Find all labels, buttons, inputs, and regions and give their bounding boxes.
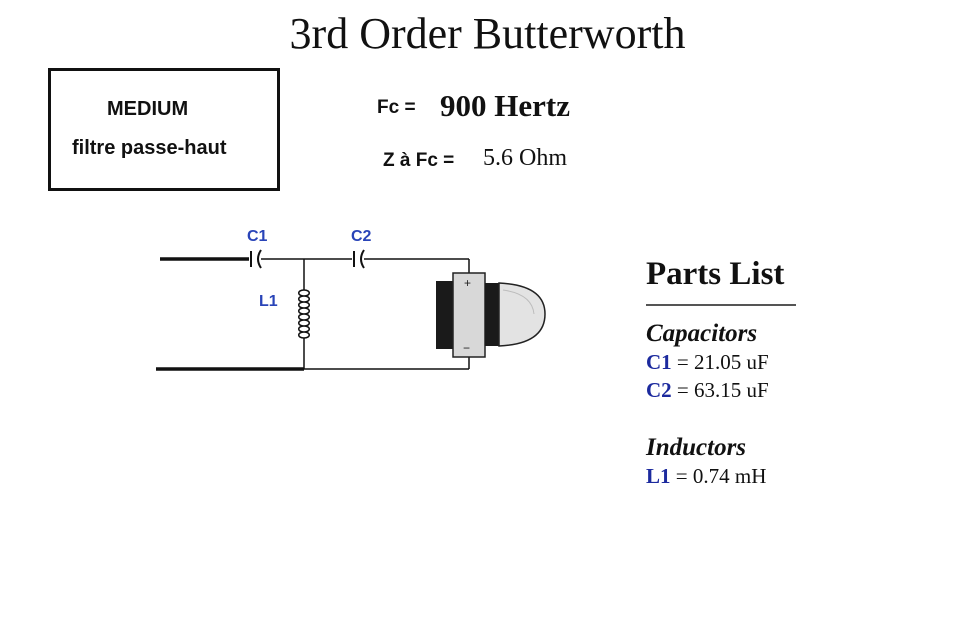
part-value: = 63.15 uF	[671, 378, 769, 402]
part-value: = 0.74 mH	[670, 464, 767, 488]
part-row-c1: C1 = 21.05 uF	[646, 348, 906, 376]
capacitor-c1	[250, 249, 262, 269]
impedance-label: Z à Fc =	[383, 150, 455, 171]
l1-label: L1	[259, 293, 278, 310]
parts-list: Parts List Capacitors C1 = 21.05 uF C2 =…	[646, 254, 906, 490]
c1-label: C1	[247, 228, 268, 245]
speaker-plus-label: +	[464, 276, 471, 290]
filter-band-label: MEDIUM	[107, 98, 189, 120]
speaker-minus-label: −	[463, 341, 470, 355]
impedance-value: 5.6 Ohm	[483, 145, 567, 171]
part-row-c2: C2 = 63.15 uF	[646, 376, 906, 404]
capacitor-c2	[353, 249, 365, 269]
speaker-icon	[436, 272, 546, 358]
part-value: = 21.05 uF	[671, 350, 769, 374]
part-row-l1: L1 = 0.74 mH	[646, 462, 906, 490]
part-ref: L1	[646, 464, 671, 488]
filter-type-box: MEDIUM filtre passe-haut	[48, 68, 280, 191]
parts-list-divider	[646, 304, 796, 306]
part-ref: C2	[646, 378, 672, 402]
part-ref: C1	[646, 350, 672, 374]
parts-list-title: Parts List	[646, 256, 785, 292]
filter-type-label: filtre passe-haut	[72, 137, 227, 159]
c2-label: C2	[351, 228, 372, 245]
cutoff-frequency-label: Fc =	[377, 97, 416, 118]
cutoff-frequency-value: 900 Hertz	[440, 88, 570, 123]
capacitors-heading: Capacitors	[646, 320, 758, 347]
inductor-l1	[298, 289, 310, 339]
page-title: 3rd Order Butterworth	[289, 9, 686, 58]
inductors-heading: Inductors	[646, 434, 747, 461]
